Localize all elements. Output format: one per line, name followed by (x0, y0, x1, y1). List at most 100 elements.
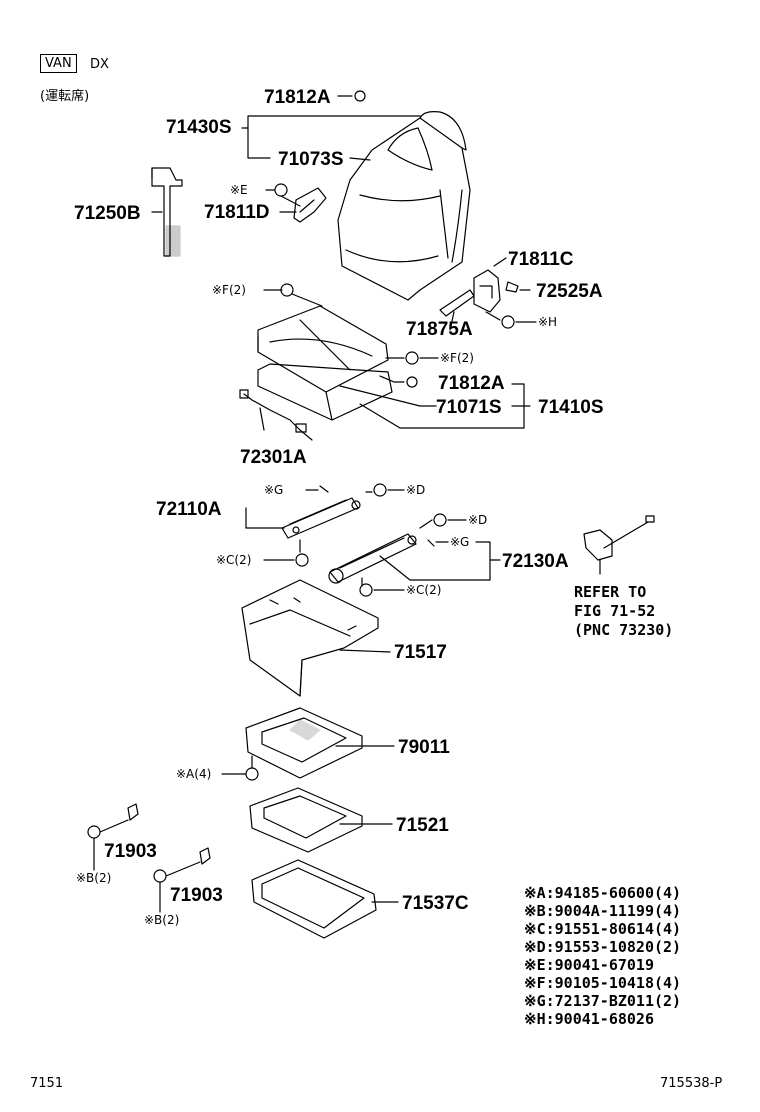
leader-D-right-a (419, 519, 433, 529)
legend-key: ※G (524, 992, 546, 1010)
legend-row: ※C:91551-80614(4) (524, 920, 682, 938)
label-71410S: 71410S (538, 397, 604, 418)
callout-C2-right: ※C(2) (406, 583, 442, 597)
label-71071S: 71071S (436, 397, 502, 418)
callout-G-left: ※G (264, 483, 284, 497)
page-code-right: 715538-P (660, 1076, 723, 1091)
legend-key: ※A (524, 884, 546, 902)
bolt-F-mid (405, 351, 419, 365)
cable-72301A (239, 389, 313, 441)
hook-71250B (151, 167, 183, 257)
bolt-F-top (280, 283, 294, 297)
callout-F2-mid: ※F(2) (440, 351, 474, 365)
leader-71517 (339, 649, 391, 653)
nut-D-left (373, 483, 387, 497)
legend-qty: (4) (653, 920, 682, 938)
label-72130A: 72130A (502, 551, 569, 572)
callout-B2-a: ※B(2) (76, 871, 112, 885)
clip-71812A-mid (406, 376, 418, 388)
legend-key: ※D (524, 938, 546, 956)
grade-label: DX (90, 57, 109, 72)
callout-G-right: ※G (450, 535, 470, 549)
label-71903-b: 71903 (170, 885, 223, 906)
legend-part: 94185-60600 (554, 884, 654, 902)
leader-71430S (241, 115, 421, 159)
legend-part: 91553-10820 (554, 938, 654, 956)
bolt-B-b (153, 869, 167, 883)
label-71517: 71517 (394, 642, 447, 663)
knob-72525A (505, 281, 519, 293)
legend-qty: (2) (653, 992, 682, 1010)
leader-H (485, 311, 501, 321)
leader-71811C (493, 257, 507, 267)
callout-D-left: ※D (406, 483, 426, 497)
seat-position-note: (運転席) (40, 89, 90, 104)
leader-71071S (339, 385, 437, 407)
refer-note: REFER TO FIG 71-52 (PNC 73230) (574, 583, 673, 640)
label-71811C: 71811C (508, 249, 574, 270)
legend-qty: (4) (653, 884, 682, 902)
leader-71073S (349, 157, 371, 161)
leader-F-top-2 (291, 293, 323, 307)
label-72301A: 72301A (240, 447, 307, 468)
legend-key: ※B (524, 902, 546, 920)
seat-cushion-drawing (257, 305, 393, 421)
bolt-C-right (359, 583, 373, 597)
label-71811D: 71811D (204, 202, 270, 223)
legend-part: 90105-10418 (554, 974, 654, 992)
ring-71537C (251, 859, 377, 939)
adjuster-72110A (281, 485, 361, 539)
screw-H (501, 315, 515, 329)
label-71903-a: 71903 (104, 841, 157, 862)
label-71812A-mid: 71812A (438, 373, 505, 394)
label-71812A-top: 71812A (264, 87, 331, 108)
fastener-legend: ※A:94185-60600(4) ※B:9004A-11199(4) ※C:9… (524, 886, 681, 1030)
label-71875A: 71875A (406, 319, 473, 340)
legend-part: 91551-80614 (554, 920, 654, 938)
callout-C2-left: ※C(2) (216, 553, 252, 567)
legend-row: ※H:90041-68026 (524, 1010, 654, 1028)
legend-row: ※D:91553-10820(2) (524, 938, 682, 956)
label-71521: 71521 (396, 815, 449, 836)
plate-71517 (241, 579, 379, 697)
frame-71521 (249, 787, 363, 853)
frame-79011 (245, 707, 363, 779)
page-code-left: 7151 (30, 1076, 64, 1091)
bolt-B-a (87, 825, 101, 839)
label-72110A: 72110A (156, 499, 222, 520)
callout-D-right: ※D (468, 513, 488, 527)
label-71250B: 71250B (74, 203, 141, 224)
legend-row: ※B:9004A-11199(4) (524, 902, 682, 920)
refer-line-1: REFER TO (574, 583, 647, 601)
adjuster-72130A (328, 533, 435, 584)
vehicle-type-badge: VAN (40, 54, 77, 73)
legend-part: 9004A-11199 (554, 902, 654, 920)
refer-line-2: FIG 71-52 (574, 602, 656, 620)
leader-71812A-mid (379, 375, 405, 383)
nut-D-right (433, 513, 447, 527)
bolt-C-left (295, 553, 309, 567)
legend-part: 90041-67019 (554, 956, 654, 974)
lever-71875A (439, 289, 475, 317)
legend-row: ※E:90041-67019 (524, 956, 654, 974)
clip-71903-b (199, 847, 211, 865)
clip-71812A-top (354, 90, 366, 102)
refer-line-3: (PNC 73230) (574, 621, 674, 639)
clip-71903-a (127, 803, 139, 821)
callout-E: ※E (230, 183, 248, 197)
callout-A4: ※A(4) (176, 767, 212, 781)
screw-E (274, 183, 288, 197)
label-72525A: 72525A (536, 281, 603, 302)
label-71537C: 71537C (402, 893, 469, 914)
legend-key: ※H (524, 1010, 546, 1028)
callout-F2-top: ※F(2) (212, 283, 246, 297)
label-79011: 79011 (398, 737, 450, 758)
legend-key: ※E (524, 956, 546, 974)
legend-part: 72137-BZ011 (554, 992, 654, 1010)
legend-key: ※C (524, 920, 546, 938)
leader-71875A (449, 311, 455, 331)
legend-qty: (4) (653, 902, 682, 920)
legend-qty: (2) (653, 938, 682, 956)
part-73230-drawing (583, 515, 655, 575)
